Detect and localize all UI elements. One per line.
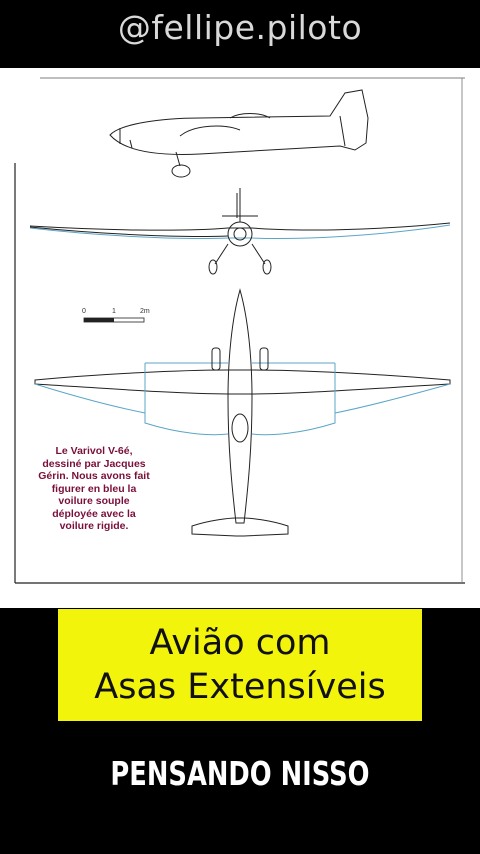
title-banner: Avião com Asas Extensíveis [58,609,422,721]
front-view [29,188,451,275]
scale-bar [83,317,145,323]
drawing-caption: Le Varivol V-6é, dessiné par Jacques Gér… [38,445,150,532]
side-view [109,89,369,178]
footer-caption: PENSANDO NISSO [110,754,370,793]
top-view [34,288,451,537]
three-view-diagram [14,77,465,584]
scale-label-2m: 2m [140,308,150,315]
scale-label-0: 0 [82,308,86,315]
title-line-2: Asas Extensíveis [94,667,386,707]
watermark-handle: @fellipe.piloto [117,8,363,47]
scale-label-1: 1 [112,308,116,315]
aircraft-drawing: 0 1 2m Le Varivol V-6é, dessiné par Jacq… [0,68,480,608]
title-line-1: Avião com [149,623,331,663]
